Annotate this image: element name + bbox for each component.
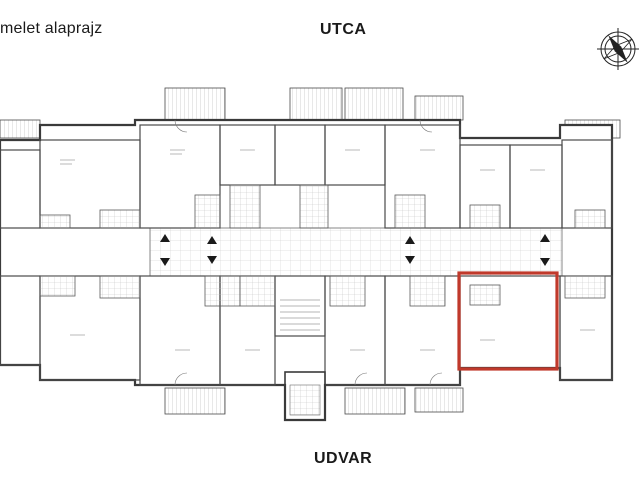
courtyard-side-label: UDVAR bbox=[314, 450, 373, 467]
floor-plan-title: melet alaprajz bbox=[0, 20, 103, 37]
balcony-bottom-3 bbox=[414, 387, 464, 413]
balcony-top-4 bbox=[344, 87, 404, 121]
north-arrow-compass-icon bbox=[597, 28, 639, 70]
upper-apartments bbox=[0, 124, 613, 229]
highlighted-unit bbox=[457, 271, 559, 371]
apartment-upper-0 bbox=[0, 149, 41, 229]
balcony-top-2 bbox=[164, 87, 226, 121]
room-annotations bbox=[60, 149, 595, 351]
entrance-lift bbox=[289, 384, 321, 416]
upper-service-rooms bbox=[39, 184, 606, 229]
balcony-top-3 bbox=[289, 87, 343, 121]
corridor-direction-markers bbox=[160, 234, 550, 266]
balcony-bottom-1 bbox=[164, 387, 226, 415]
central-corridor bbox=[149, 227, 563, 277]
balcony-top-1 bbox=[0, 119, 41, 139]
lower-service-rooms bbox=[39, 275, 606, 307]
staircase bbox=[280, 299, 320, 331]
street-side-label: UTCA bbox=[320, 21, 367, 38]
bottom-balconies bbox=[164, 387, 464, 415]
door-swings bbox=[174, 119, 443, 386]
entrance-block bbox=[284, 371, 326, 421]
balcony-top-5 bbox=[414, 95, 464, 121]
balcony-bottom-2 bbox=[344, 387, 406, 415]
